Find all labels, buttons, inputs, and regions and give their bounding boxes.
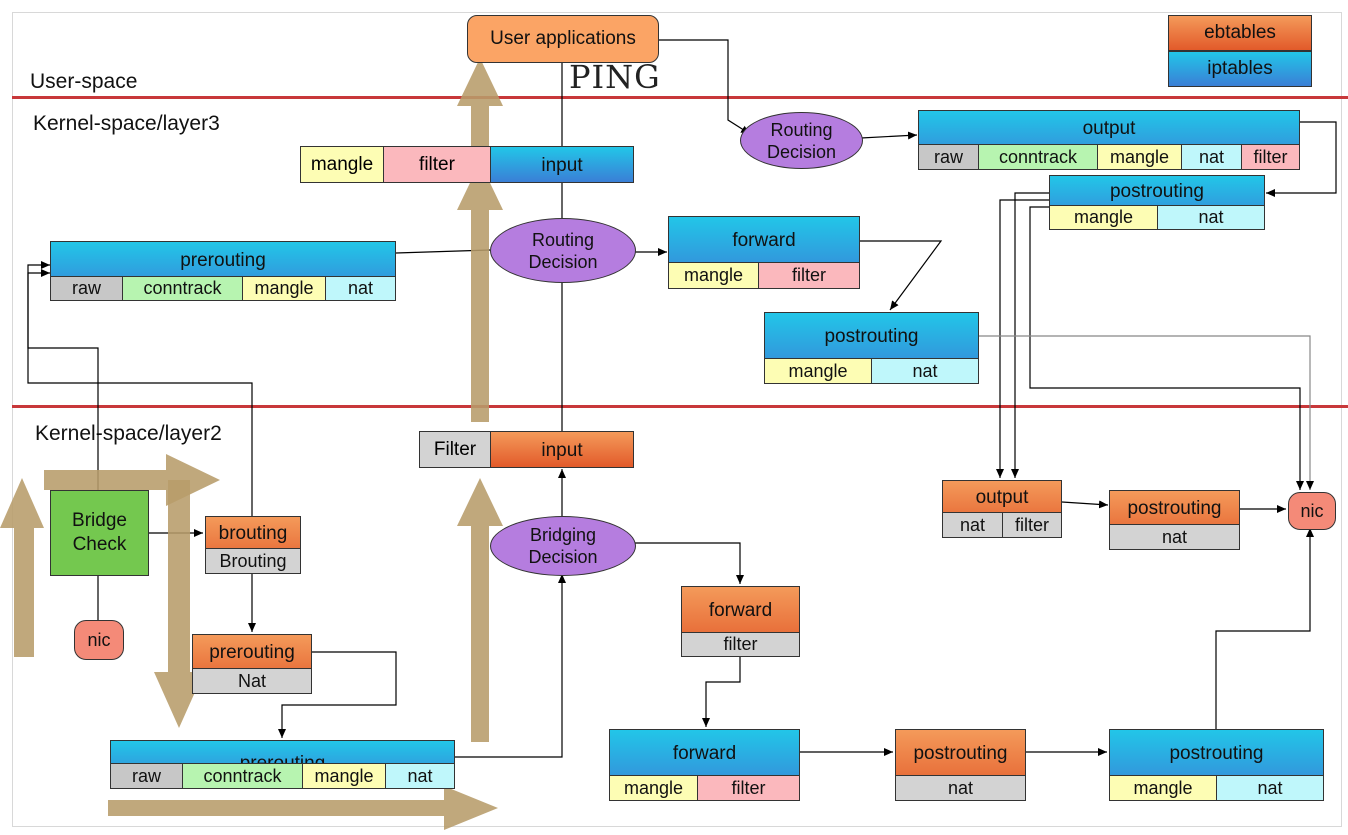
table-cell: raw	[51, 277, 123, 300]
routing-decision-output-ellipse: Routing Decision	[740, 112, 863, 169]
big-arrow-up-top	[457, 58, 503, 150]
table-cell: conntrack	[123, 277, 243, 300]
diagram-frame	[12, 12, 1342, 827]
connector-lines	[27, 39, 1337, 758]
table-cell: mangle	[243, 277, 326, 300]
chain-title: output	[1082, 118, 1136, 139]
layer3-layer2-separator	[12, 405, 1348, 408]
legend-ebtables: ebtables	[1168, 15, 1312, 51]
table-cell: mangle	[669, 263, 759, 288]
table-cell: filter	[1003, 513, 1061, 537]
table-cell: mangle	[303, 764, 386, 788]
table-cell: raw	[111, 764, 183, 788]
decision-line1: Routing	[770, 119, 833, 140]
table-cell: Nat	[193, 669, 311, 693]
chain-title: prerouting	[180, 249, 266, 271]
input-mangle-cell: mangle	[300, 146, 384, 183]
ping-label: PING	[569, 58, 661, 96]
table-cell: mangle	[765, 359, 872, 383]
table-cell: filter	[759, 263, 859, 288]
chain-title: postrouting	[1169, 743, 1264, 764]
brouting-chain: brouting Brouting	[205, 516, 301, 574]
table-cell: raw	[919, 145, 979, 169]
input-filter-cell: filter	[383, 146, 491, 183]
chain-title: forward	[708, 600, 773, 621]
nic-left: nic	[74, 620, 124, 660]
chain-title: prerouting	[209, 642, 295, 663]
bridging-decision-ellipse: Bridging Decision	[490, 516, 636, 576]
table-cell: filter	[1242, 145, 1299, 169]
eb-input-filter-cell: Filter	[419, 431, 491, 468]
layer3-label: Kernel-space/layer3	[33, 112, 220, 135]
bridge-line1: Bridge	[72, 510, 127, 531]
postrouting-chain-layer2: postrouting mangle nat	[1109, 729, 1324, 801]
layer2-label: Kernel-space/layer2	[35, 422, 222, 445]
table-cell: nat	[386, 764, 454, 788]
decision-line2: Decision	[766, 141, 837, 162]
table-cell: filter	[682, 633, 799, 656]
table-cell: nat	[1217, 776, 1323, 800]
table-cell: nat	[1110, 525, 1239, 549]
postrouting-output-chain-layer3: postrouting mangle nat	[1049, 175, 1265, 230]
forward-chain-layer2: forward mangle filter	[609, 729, 800, 801]
decision-line2: Decision	[528, 547, 598, 567]
forward-chain-ebtables: forward filter	[681, 586, 800, 657]
table-cell: nat	[872, 359, 978, 383]
postrouting-chain-ebtables: postrouting nat	[895, 729, 1026, 801]
legend-iptables: iptables	[1168, 51, 1312, 87]
table-cell: nat	[1158, 206, 1264, 229]
user-space-label: User-space	[30, 70, 138, 93]
table-cell: nat	[943, 513, 1003, 537]
prerouting-chain-layer3: prerouting raw conntrack mangle nat	[50, 241, 396, 301]
chain-title: forward	[672, 743, 737, 764]
bridge-line2: Check	[72, 534, 127, 555]
table-cell: mangle	[610, 776, 698, 800]
chain-title: postrouting	[1127, 498, 1222, 519]
table-cell: filter	[698, 776, 799, 800]
table-cell: mangle	[1098, 145, 1182, 169]
prerouting-chain-ebtables: prerouting Nat	[192, 634, 312, 694]
table-cell: nat	[1182, 145, 1242, 169]
chain-title: brouting	[218, 523, 288, 544]
output-chain-layer3: output raw conntrack mangle nat filter	[918, 110, 1300, 170]
table-cell: conntrack	[183, 764, 303, 788]
chain-title: postrouting	[1109, 181, 1204, 202]
packet-path-arrows	[0, 58, 503, 830]
table-cell: nat	[896, 776, 1025, 800]
decision-line1: Routing	[531, 229, 595, 250]
user-applications-box: User applications	[467, 15, 659, 63]
input-chain-iptables: input	[490, 146, 634, 183]
table-cell: conntrack	[979, 145, 1098, 169]
chain-title: forward	[732, 230, 796, 251]
input-chain-ebtables: input	[490, 431, 634, 468]
forward-chain-layer3: forward mangle filter	[668, 216, 860, 289]
postrouting-chain-layer3: postrouting mangle nat	[764, 312, 979, 384]
chain-title: postrouting	[913, 743, 1008, 764]
routing-decision-ellipse: Routing Decision	[490, 218, 636, 283]
nic-right: nic	[1288, 492, 1336, 530]
chain-title: postrouting	[824, 326, 919, 347]
chain-title: input	[541, 154, 583, 176]
table-cell: Brouting	[206, 549, 300, 573]
chain-title: input	[541, 439, 583, 461]
bridge-check-box: Bridge Check	[50, 490, 149, 576]
big-arrow-right-bottom	[108, 786, 498, 830]
table-cell: mangle	[1110, 776, 1217, 800]
table-cell: nat	[326, 277, 395, 300]
prerouting-chain-layer2: prerouting raw conntrack mangle nat	[110, 740, 455, 789]
chain-title: output	[975, 487, 1029, 508]
table-cell: mangle	[1050, 206, 1158, 229]
postrouting-to-nic-line	[978, 335, 1314, 490]
big-arrow-down	[154, 480, 204, 728]
decision-line1: Bridging	[529, 525, 597, 545]
big-arrow-up-layer2	[457, 478, 503, 742]
decision-line2: Decision	[528, 251, 598, 272]
postrouting-output-chain-ebtables: postrouting nat	[1109, 490, 1240, 550]
big-arrow-up-mid	[457, 162, 503, 422]
user-kernel-separator	[12, 96, 1348, 99]
output-chain-ebtables: output nat filter	[942, 480, 1062, 538]
big-arrow-up-left	[0, 478, 44, 657]
